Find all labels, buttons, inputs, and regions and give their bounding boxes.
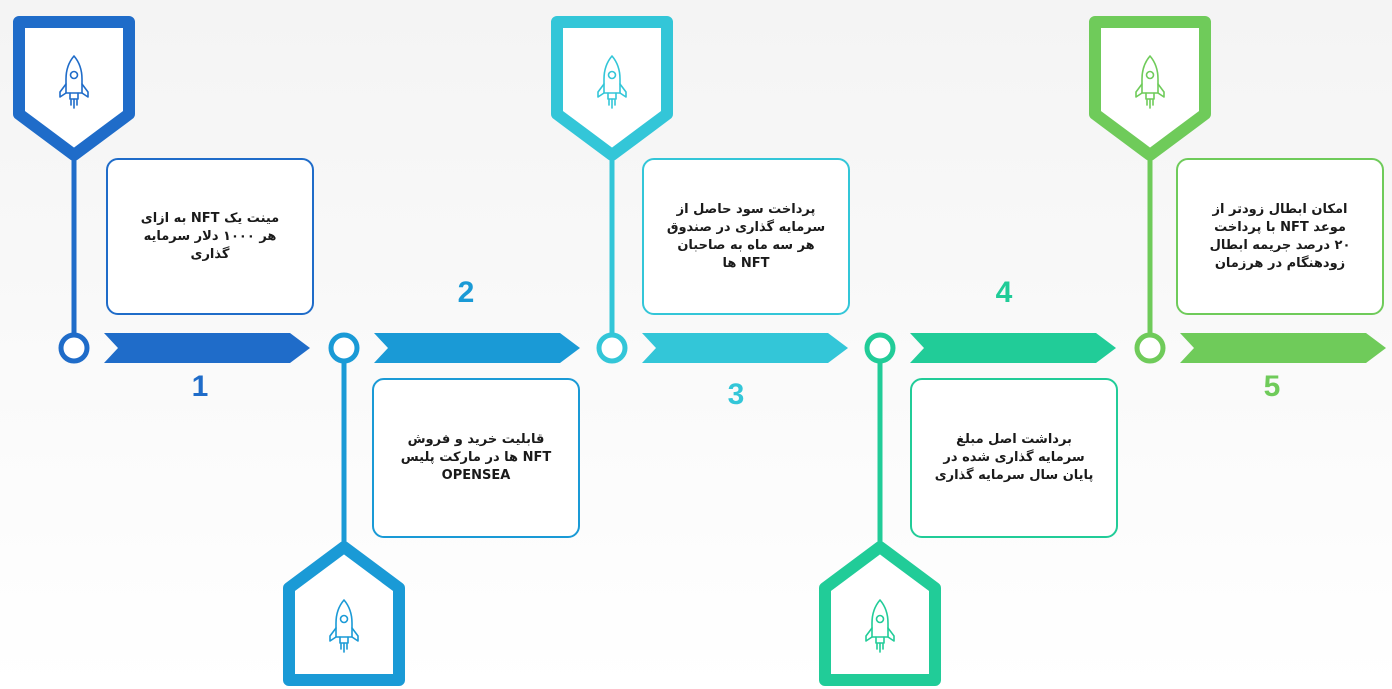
step-5-number: 5 (1263, 370, 1281, 403)
step-5-box: امکان ابطال زودتر از موعد NFT با پرداخت … (1176, 158, 1384, 315)
rocket-icon (59, 55, 89, 109)
rocket-icon (597, 55, 627, 109)
step-3-arrow (642, 333, 848, 363)
step-3-box: پرداخت سود حاصل از سرمایه گذاری در صندوق… (642, 158, 850, 315)
step-2-box: قابلیت خرید و فروش NFT ها در مارکت پلیس … (372, 378, 580, 538)
step-3-node (596, 332, 628, 364)
step-4-arrow (910, 333, 1116, 363)
step-1-number: 1 (191, 370, 209, 403)
step-4-node (864, 332, 896, 364)
step-4-box: برداشت اصل مبلغ سرمایه گذاری شده در پایا… (910, 378, 1118, 538)
step-4-hexagon (819, 541, 941, 686)
step-5-hexagon (1089, 16, 1211, 161)
step-5-arrow (1180, 333, 1386, 363)
step-4-number: 4 (995, 276, 1013, 309)
rocket-icon (865, 599, 895, 653)
step-2-hexagon (283, 541, 405, 686)
rocket-icon (329, 599, 359, 653)
rocket-icon (1135, 55, 1165, 109)
step-1-hexagon (13, 16, 135, 161)
step-3-number: 3 (727, 378, 745, 411)
step-2-arrow (374, 333, 580, 363)
step-3-hexagon (551, 16, 673, 161)
step-1-node (58, 332, 90, 364)
step-2-number: 2 (457, 276, 475, 309)
step-1-box: مینت یک NFT به ازای هر ۱۰۰۰ دلار سرمایه … (106, 158, 314, 315)
step-1-arrow (104, 333, 310, 363)
step-5-node (1134, 332, 1166, 364)
step-2-node (328, 332, 360, 364)
